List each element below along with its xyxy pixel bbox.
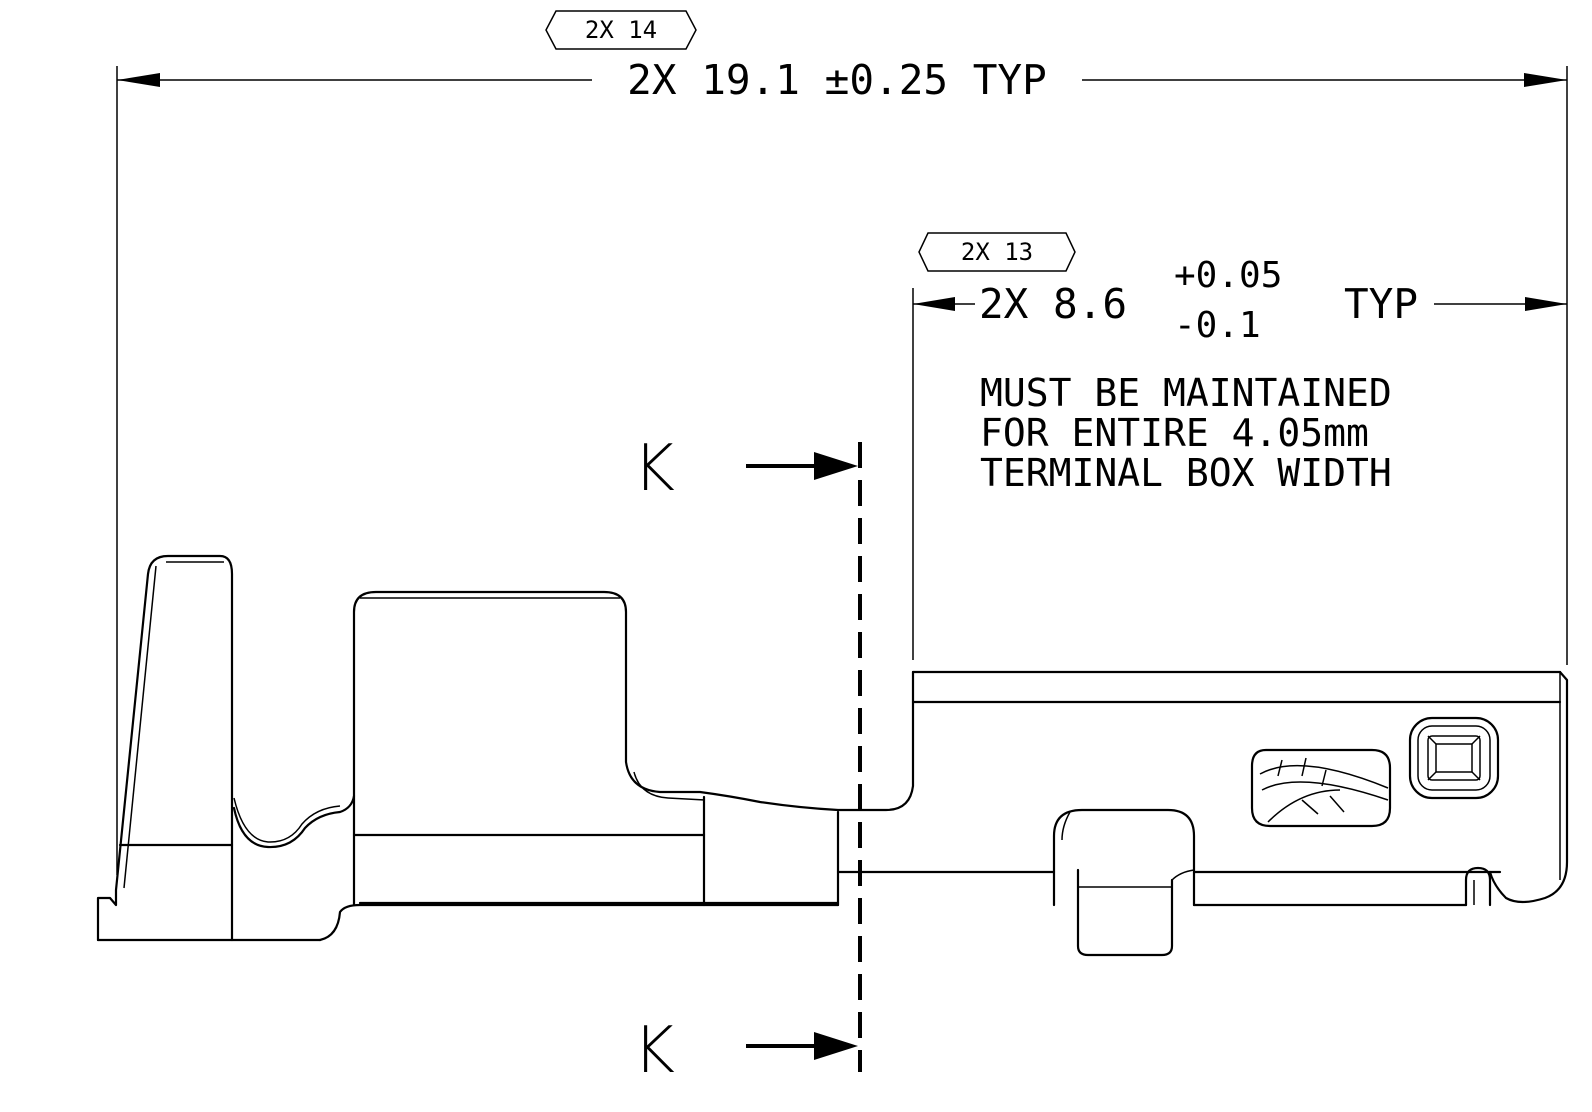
dimension-overall-text: 2X 19.1 ±0.25 TYP bbox=[627, 56, 1047, 104]
balloon-2x14: 2X 14 bbox=[545, 10, 697, 50]
balloon-2x13-text: 2X 13 bbox=[961, 238, 1033, 266]
terminal-part bbox=[96, 554, 1569, 957]
balloon-2x13: 2X 13 bbox=[918, 232, 1076, 272]
note-line-1: MUST BE MAINTAINED bbox=[980, 371, 1392, 415]
balloon-2x14-text: 2X 14 bbox=[585, 16, 657, 44]
maintain-note: MUST BE MAINTAINED FOR ENTIRE 4.05mm TER… bbox=[980, 371, 1392, 495]
note-line-2: FOR ENTIRE 4.05mm bbox=[980, 411, 1369, 455]
dimension-box-tol-plus: +0.05 bbox=[1174, 255, 1282, 296]
note-line-3: TERMINAL BOX WIDTH bbox=[980, 451, 1392, 495]
dimension-overall-length: 2X 19.1 ±0.25 TYP bbox=[116, 56, 1568, 875]
dimension-box-suffix: TYP bbox=[1344, 280, 1418, 328]
section-label-top: K bbox=[633, 432, 675, 506]
section-label-bottom: K bbox=[633, 1014, 675, 1088]
dimension-box-tol-minus: -0.1 bbox=[1174, 305, 1261, 346]
dimension-box-length: 2X 8.6 +0.05 -0.1 TYP bbox=[912, 255, 1567, 660]
dimension-box-main: 2X 8.6 bbox=[979, 280, 1127, 328]
section-line-k: K K bbox=[633, 432, 862, 1088]
